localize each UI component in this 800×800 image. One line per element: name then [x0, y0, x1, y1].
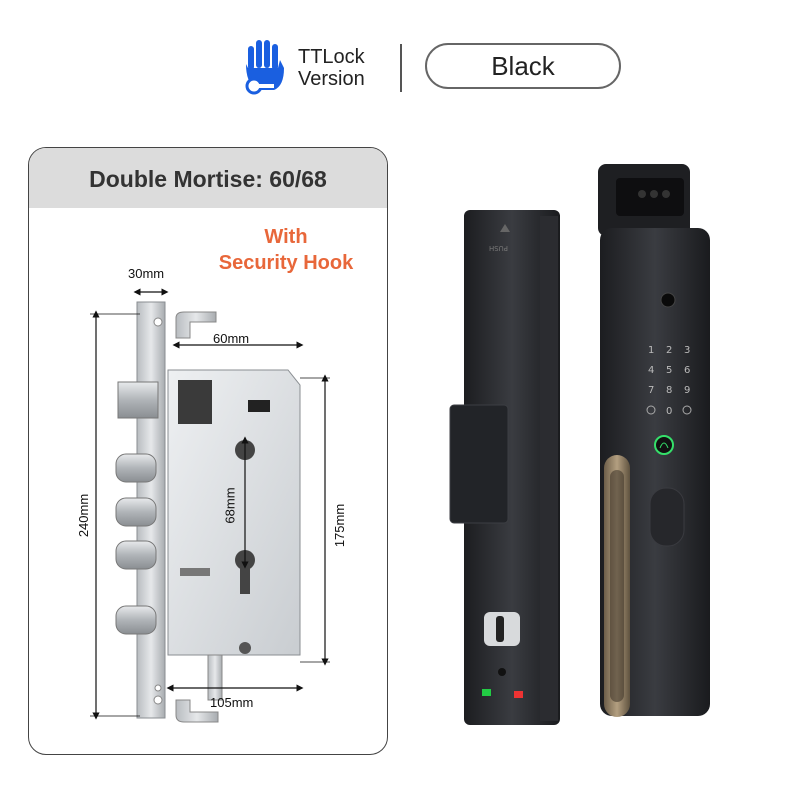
key[interactable]: 1	[648, 345, 654, 356]
key[interactable]: 4	[648, 365, 654, 376]
camera-lens	[660, 292, 676, 308]
fingerprint-sensor-icon[interactable]	[654, 435, 674, 455]
lock-case	[167, 369, 301, 656]
bell-icon[interactable]	[682, 405, 692, 415]
deadbolt-1	[115, 453, 157, 483]
key[interactable]: 7	[648, 385, 654, 396]
dim-backset: 60mm	[213, 331, 250, 346]
lock-icon[interactable]	[646, 405, 656, 415]
push-label: PUSH	[489, 244, 508, 252]
feature-note: With Security Hook	[200, 224, 372, 276]
deadbolt-4	[115, 605, 157, 635]
card-reader	[649, 487, 685, 547]
inner-panel	[464, 210, 560, 725]
key[interactable]: 3	[684, 345, 690, 356]
key[interactable]: 2	[666, 345, 672, 356]
inner-handle	[449, 404, 509, 524]
feature-note-line1: With	[264, 226, 308, 248]
key[interactable]: 0	[666, 406, 672, 417]
deadbolt-3	[115, 540, 157, 570]
spec-card-title: Double Mortise: 60/68	[29, 148, 387, 208]
brand-version: Version	[298, 68, 365, 90]
feature-note-line2: Security Hook	[218, 252, 354, 274]
deadbolt-2	[115, 497, 157, 527]
key[interactable]: 9	[684, 385, 690, 396]
header-divider	[400, 44, 402, 92]
key[interactable]: 5	[666, 365, 672, 376]
dim-case-width: 105mm	[210, 695, 254, 710]
hand-key-icon	[245, 40, 284, 95]
brand-name: TTLock	[298, 46, 365, 68]
latch-bolt	[117, 381, 159, 419]
key[interactable]: 6	[684, 365, 690, 376]
keypad[interactable]: 1 2 3 4 5 6 7 8 9 0	[648, 345, 690, 417]
color-option-button[interactable]: Black	[425, 43, 621, 89]
dim-faceplate-width: 30mm	[128, 266, 165, 281]
key[interactable]: 8	[666, 385, 672, 396]
